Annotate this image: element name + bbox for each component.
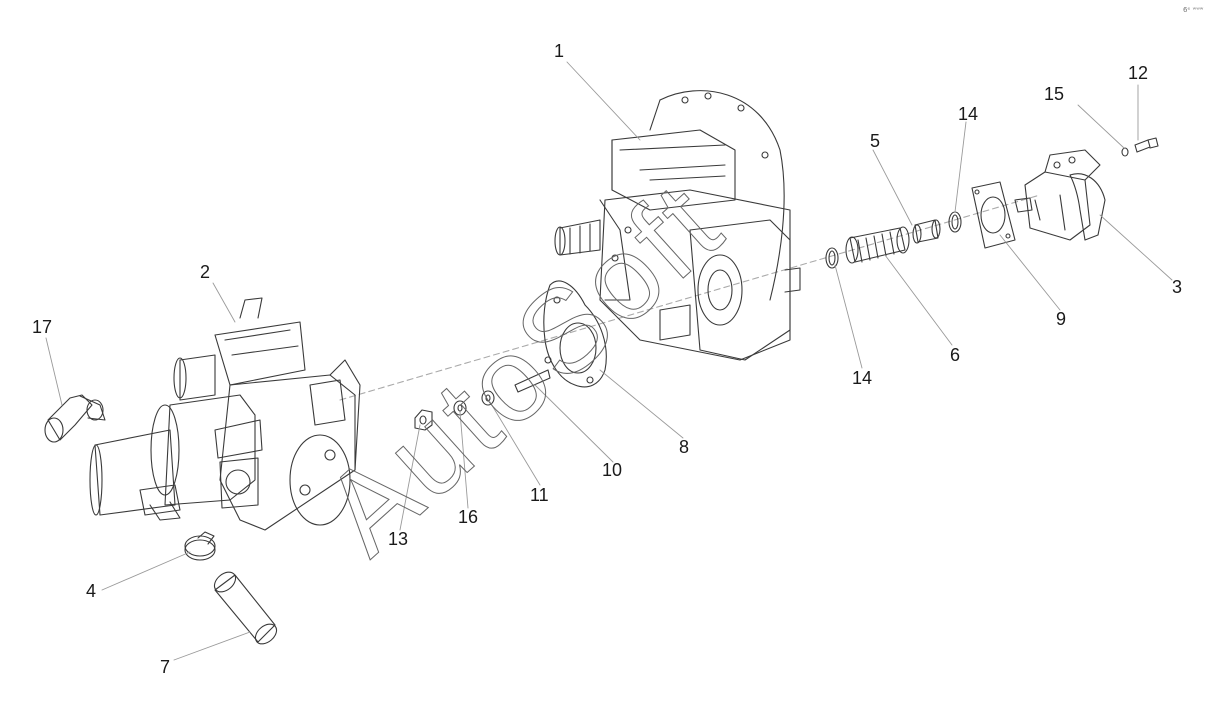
callout-12: 12 bbox=[1128, 63, 1149, 83]
watermark: AutoSoft bbox=[299, 157, 747, 579]
callout-15: 15 bbox=[1044, 84, 1065, 104]
callout-3: 3 bbox=[1172, 277, 1183, 297]
flange-gasket-part bbox=[971, 181, 1016, 249]
callout-17: 17 bbox=[32, 317, 53, 337]
spline-sleeve-part bbox=[912, 219, 941, 244]
gearbox-housing-part bbox=[554, 90, 801, 361]
leader-line-13 bbox=[399, 424, 421, 531]
leader-line-14b bbox=[954, 121, 967, 213]
leader-line-11 bbox=[489, 401, 541, 486]
leader-line-4 bbox=[101, 551, 191, 591]
splined-coupling-part bbox=[845, 226, 910, 264]
leader-line-8 bbox=[599, 369, 684, 439]
callout-16: 16 bbox=[458, 507, 479, 527]
callout-13: 13 bbox=[388, 529, 409, 549]
corner-mark: 6ᵉ ʷʷʷ bbox=[1183, 6, 1204, 14]
leader-line-6 bbox=[884, 254, 953, 346]
leader-line-5 bbox=[872, 149, 913, 226]
callout-14-lower: 14 bbox=[852, 368, 873, 388]
leader-line-16 bbox=[459, 411, 469, 509]
bolt-part bbox=[1134, 137, 1159, 153]
callout-4: 4 bbox=[86, 581, 97, 601]
callout-7: 7 bbox=[160, 657, 171, 677]
leader-line-7 bbox=[173, 631, 251, 661]
leader-line-14a bbox=[834, 264, 863, 369]
leader-line-1 bbox=[566, 61, 641, 141]
leader-line-10 bbox=[534, 384, 614, 463]
hose-clamp-part bbox=[184, 531, 216, 561]
gear-pump-part bbox=[1014, 149, 1106, 241]
callout-8: 8 bbox=[679, 437, 690, 457]
callout-10: 10 bbox=[602, 460, 623, 480]
small-washer-part bbox=[1121, 147, 1129, 157]
callout-2: 2 bbox=[200, 262, 211, 282]
leader-line-3 bbox=[1099, 214, 1173, 281]
retaining-ring-left-part bbox=[825, 247, 839, 269]
callout-1: 1 bbox=[554, 41, 565, 61]
gasket-part bbox=[543, 280, 607, 388]
assembly-axis-line bbox=[339, 194, 1041, 401]
leader-lines bbox=[45, 61, 1173, 661]
hydraulic-pump-part bbox=[89, 297, 361, 531]
retaining-ring-right-part bbox=[948, 211, 962, 233]
leader-line-9 bbox=[999, 234, 1061, 311]
leader-line-17 bbox=[45, 337, 63, 406]
callout-14-upper: 14 bbox=[958, 104, 979, 124]
callout-6: 6 bbox=[950, 345, 961, 365]
nut-part bbox=[414, 409, 433, 431]
leader-line-2 bbox=[212, 282, 236, 323]
callout-5: 5 bbox=[870, 131, 881, 151]
leader-line-15 bbox=[1077, 104, 1125, 149]
callout-9: 9 bbox=[1056, 309, 1067, 329]
hose-part bbox=[213, 571, 278, 645]
washer-part bbox=[481, 390, 495, 406]
callout-11: 11 bbox=[530, 485, 549, 505]
stud-part bbox=[514, 369, 551, 393]
elbow-fitting-part bbox=[44, 394, 106, 443]
